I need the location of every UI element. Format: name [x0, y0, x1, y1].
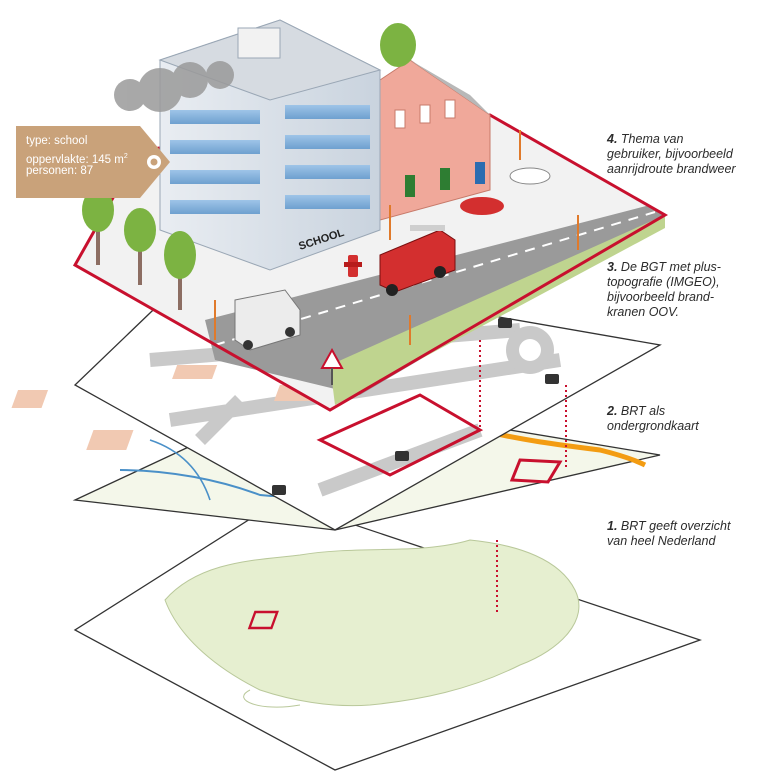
label-layer-2: 2. BRT als ondergrondkaart	[607, 404, 699, 433]
layer-1-overview-map	[73, 499, 702, 771]
tag-persons: personen: 87	[26, 165, 94, 177]
row-houses	[379, 59, 491, 221]
connector-lines	[479, 340, 567, 615]
tag-area: oppervlakte: 145 m2	[26, 153, 128, 166]
label-layer-4: 4. Thema van gebruiker, bijvoorbeeld aan…	[607, 132, 736, 176]
label-layer-3: 3. De BGT met plus- topografie (IMGEO), …	[607, 260, 721, 319]
overview-highlight	[247, 610, 279, 630]
fire-truck	[379, 225, 456, 296]
layer-4-theme-3d: SCHOOL	[72, 19, 669, 412]
lamp-posts	[214, 130, 579, 345]
school-building: SCHOOL	[114, 19, 382, 271]
tag-type: type: school	[26, 135, 88, 147]
label-layer-1: 1. BRT geeft overzicht van heel Nederlan…	[607, 519, 731, 548]
warning-sign-icon	[320, 347, 344, 385]
info-tag-shape	[16, 126, 170, 198]
vehicles	[234, 167, 551, 351]
delivery-truck	[234, 289, 301, 351]
info-tag: type: school oppervlakte: 145 m2 persone…	[16, 126, 166, 198]
hydrant-marker	[272, 318, 559, 495]
fire-hydrant-icon	[344, 255, 362, 277]
trees	[82, 23, 416, 310]
